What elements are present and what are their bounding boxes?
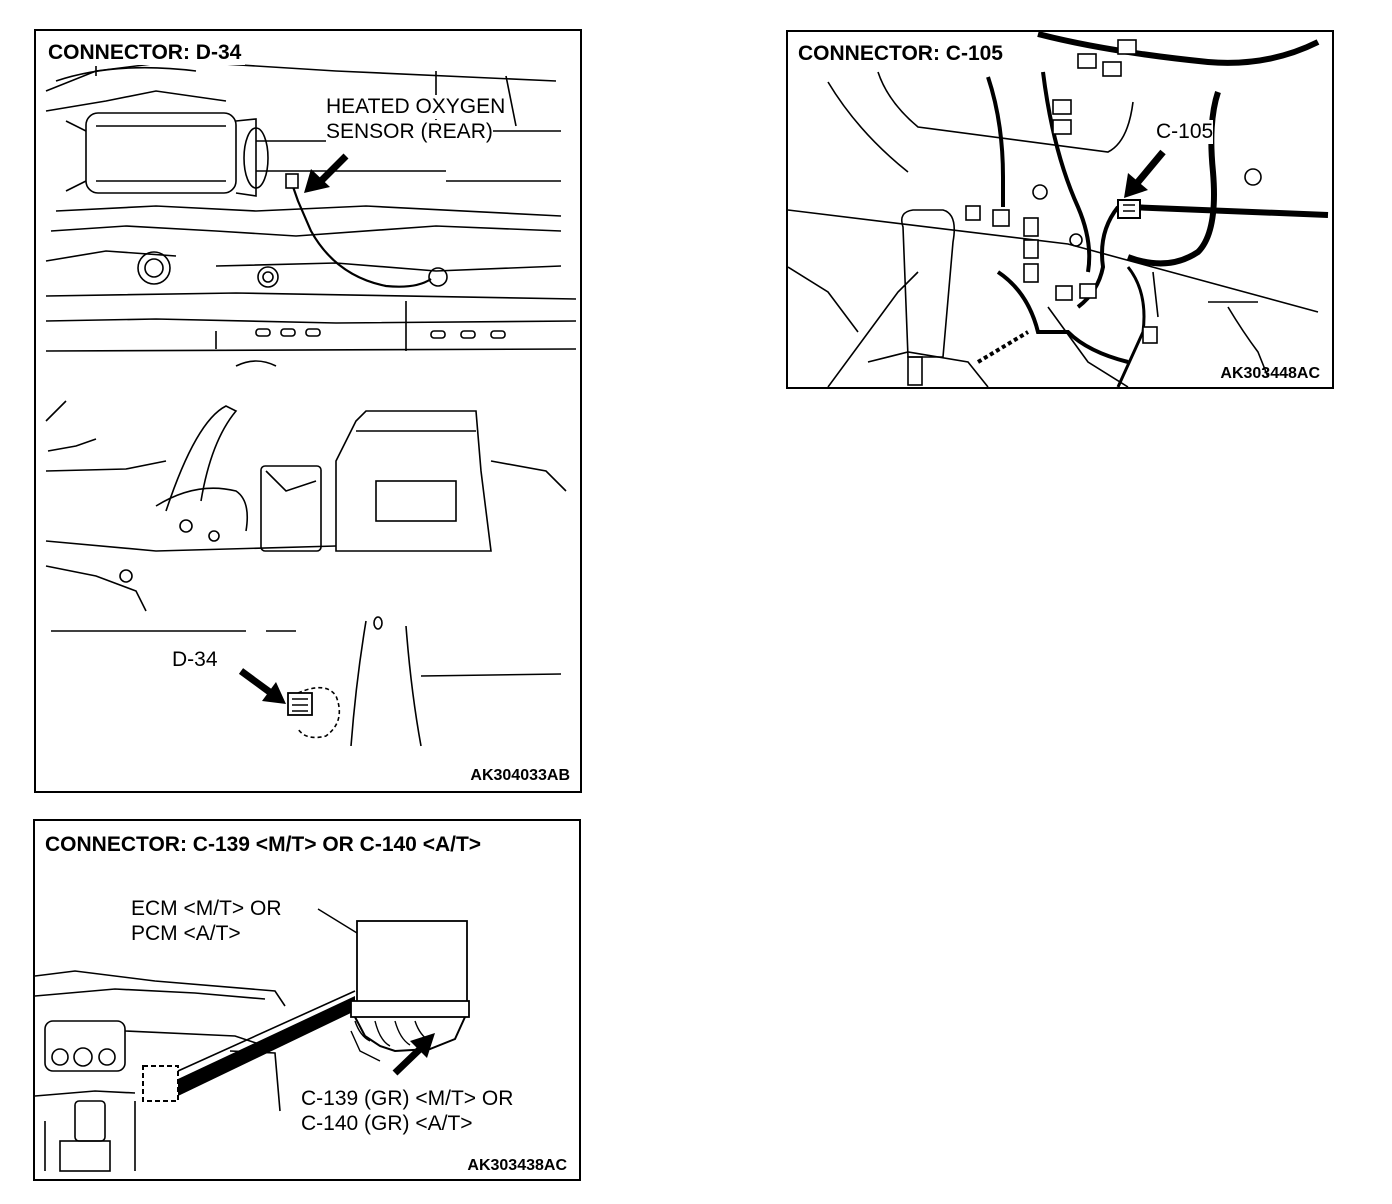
diagram-panel-c139: CONNECTOR: C-139 <M/T> OR C-140 <A/T> EC… <box>33 819 581 1181</box>
connector-arrow <box>392 1033 435 1076</box>
dashboard-drawing <box>35 970 286 1172</box>
panel-title: CONNECTOR: C-139 <M/T> OR C-140 <A/T> <box>45 833 486 857</box>
connector-label-c105: C-105 <box>1156 120 1214 144</box>
diagram-panel-d34: CONNECTOR: D-34 HEATED OXYGEN SENSOR (RE… <box>34 29 582 793</box>
sensor-label-line2: SENSOR (REAR) <box>326 120 493 144</box>
ecm-module-drawing <box>317 908 470 1062</box>
diagram-panel-c105: CONNECTOR: C-105 C-105 AK303448AC <box>786 30 1334 389</box>
connector-label-line1: C-139 (GR) <M/T> OR <box>301 1087 514 1110</box>
underbody-illustration <box>45 60 577 747</box>
c105-arrow <box>1124 149 1166 198</box>
connector-label-line2: C-140 (GR) <A/T> <box>301 1112 473 1135</box>
console-harness-illustration <box>788 32 1329 387</box>
figure-id: AK304033AB <box>470 767 570 784</box>
zoom-lines <box>177 990 356 1096</box>
ecm-location-illustration <box>35 908 470 1172</box>
console-harness-drawing <box>788 32 1329 387</box>
module-label-line2: PCM <A/T> <box>131 922 241 945</box>
connector-label-d34: D-34 <box>172 648 218 671</box>
panel-title: CONNECTOR: C-105 <box>798 42 1007 66</box>
panel-title: CONNECTOR: D-34 <box>48 41 246 65</box>
figure-id: AK303448AC <box>1220 365 1320 382</box>
d34-arrow <box>238 668 286 704</box>
interior-console-drawing <box>45 400 567 747</box>
sensor-label-line1: HEATED OXYGEN <box>326 95 506 119</box>
figure-id: AK303438AC <box>467 1157 567 1174</box>
sensor-arrow <box>304 153 349 193</box>
module-label-line1: ECM <M/T> OR <box>131 897 282 920</box>
